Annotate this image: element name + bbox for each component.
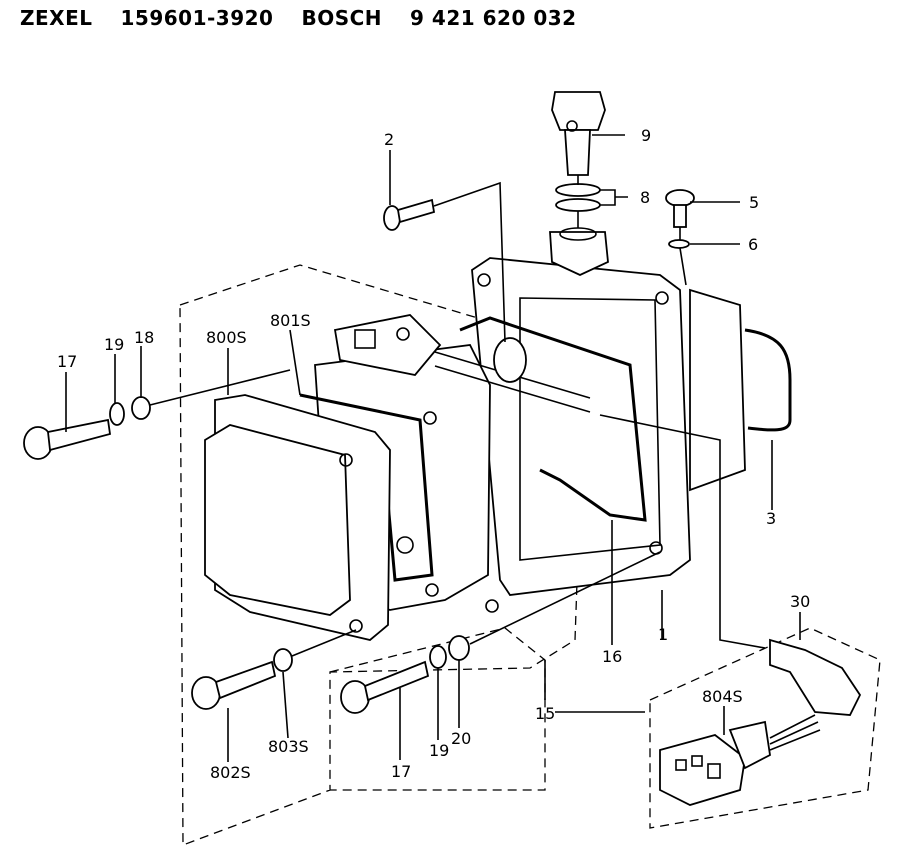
callout-17-lower: 17 xyxy=(391,762,411,781)
callout-2: 2 xyxy=(384,130,394,149)
callout-801s: 801S xyxy=(270,311,311,330)
bolt-2 xyxy=(383,198,436,231)
part-number-bosch: 9 421 620 032 xyxy=(410,6,577,30)
connector-804s xyxy=(659,638,862,806)
callout-19-lower: 19 xyxy=(429,741,449,760)
callout-17-upper: 17 xyxy=(57,352,77,371)
callout-803s: 803S xyxy=(268,737,309,756)
washer-6 xyxy=(668,239,690,249)
cover-800s xyxy=(204,394,391,641)
part-number-zexel: 159601-3920 xyxy=(120,6,274,30)
group-outline-804s xyxy=(649,627,881,829)
bolt-17-lower xyxy=(340,660,430,714)
callout-20: 20 xyxy=(451,729,471,748)
callout-5: 5 xyxy=(749,193,759,212)
shaft-lever xyxy=(493,337,527,383)
banjo-bolt-9 xyxy=(551,91,606,176)
callout-15: 15 xyxy=(535,704,555,723)
washer-18 xyxy=(131,396,151,420)
diagram-header: ZEXEL 159601-3920 BOSCH 9 421 620 032 xyxy=(20,6,605,30)
washer-803s xyxy=(273,648,293,672)
gasket-16 xyxy=(459,316,647,522)
washers-8 xyxy=(555,183,601,212)
union-nut xyxy=(549,227,609,276)
callout-802s: 802S xyxy=(210,763,251,782)
brand-bosch: BOSCH xyxy=(301,6,383,30)
washer-20 xyxy=(448,635,470,661)
callout-9: 9 xyxy=(641,126,651,145)
callout-8: 8 xyxy=(640,188,650,207)
governor-housing xyxy=(471,257,746,613)
gasket-3 xyxy=(744,328,792,432)
brand-zexel: ZEXEL xyxy=(20,6,93,30)
group-outline-800s xyxy=(179,264,586,846)
washer-19-upper xyxy=(109,402,125,426)
callout-16: 16 xyxy=(602,647,622,666)
callout-18: 18 xyxy=(134,328,154,347)
bolt-802s xyxy=(191,660,277,710)
wire-path xyxy=(599,414,766,649)
callout-6: 6 xyxy=(748,235,758,254)
callout-3: 3 xyxy=(766,509,776,528)
callout-30: 30 xyxy=(790,592,810,611)
callout-804s: 804S xyxy=(702,687,743,706)
screw-5 xyxy=(665,189,695,228)
leader-lines xyxy=(65,134,801,762)
washer-19-lower xyxy=(429,645,447,669)
bolt-17-upper xyxy=(23,418,112,460)
callout-1: 1 xyxy=(658,625,668,644)
callout-800s: 800S xyxy=(206,328,247,347)
callout-19-upper: 19 xyxy=(104,335,124,354)
